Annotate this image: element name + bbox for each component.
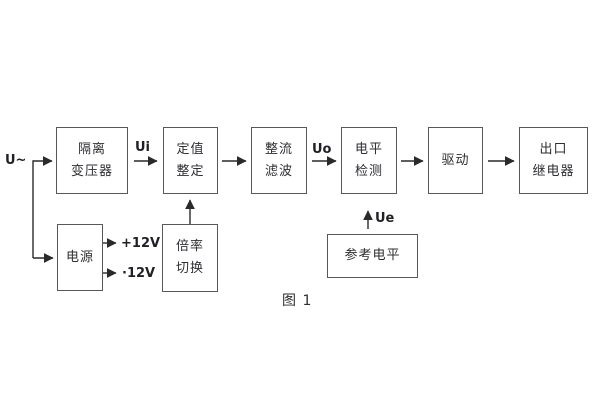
block-output-relay-line1: 出口 [539,141,568,157]
block-reference-level: 参考电平 [327,234,418,278]
block-power-supply: 电源 [57,224,103,291]
block-ratio-switch-line2: 切换 [175,261,204,276]
signal-ue-label: Ue [375,211,395,226]
block-level-detect: 电平 检测 [341,127,397,194]
signal-ui-label: Ui [135,140,151,155]
block-output-relay-line2: 继电器 [532,163,575,179]
block-setpoint-adjust-line2: 整定 [176,163,205,179]
block-output-relay: 出口 继电器 [519,127,588,194]
input-voltage-label: U~ [5,153,27,168]
block-rectifier-filter: 整流 滤波 [251,127,307,194]
block-level-detect-line2: 检测 [354,163,383,179]
block-level-detect-line1: 电平 [354,141,383,157]
block-isolation-transformer: 隔离 变压器 [56,127,128,194]
block-drive: 驱动 [428,127,483,194]
block-setpoint-adjust-line1: 定值 [176,141,205,157]
plus12v-label: +12V [121,236,161,251]
block-drive-label: 驱动 [441,152,470,168]
block-power-supply-label: 电源 [65,249,94,265]
block-setpoint-adjust: 定值 整定 [163,127,218,194]
block-rectifier-filter-line2: 滤波 [264,163,293,179]
block-isolation-transformer-line1: 隔离 [77,141,106,157]
block-rectifier-filter-line1: 整流 [264,141,293,157]
block-ratio-switch-line1: 倍率 [175,239,204,254]
figure-caption: 图 1 [282,293,313,309]
minus12v-label: ·12V [122,266,156,281]
block-reference-level-label: 参考电平 [344,248,401,263]
block-ratio-switch: 倍率 切换 [162,224,218,292]
signal-uo-label: Uo [312,142,332,157]
block-isolation-transformer-line2: 变压器 [70,163,113,179]
